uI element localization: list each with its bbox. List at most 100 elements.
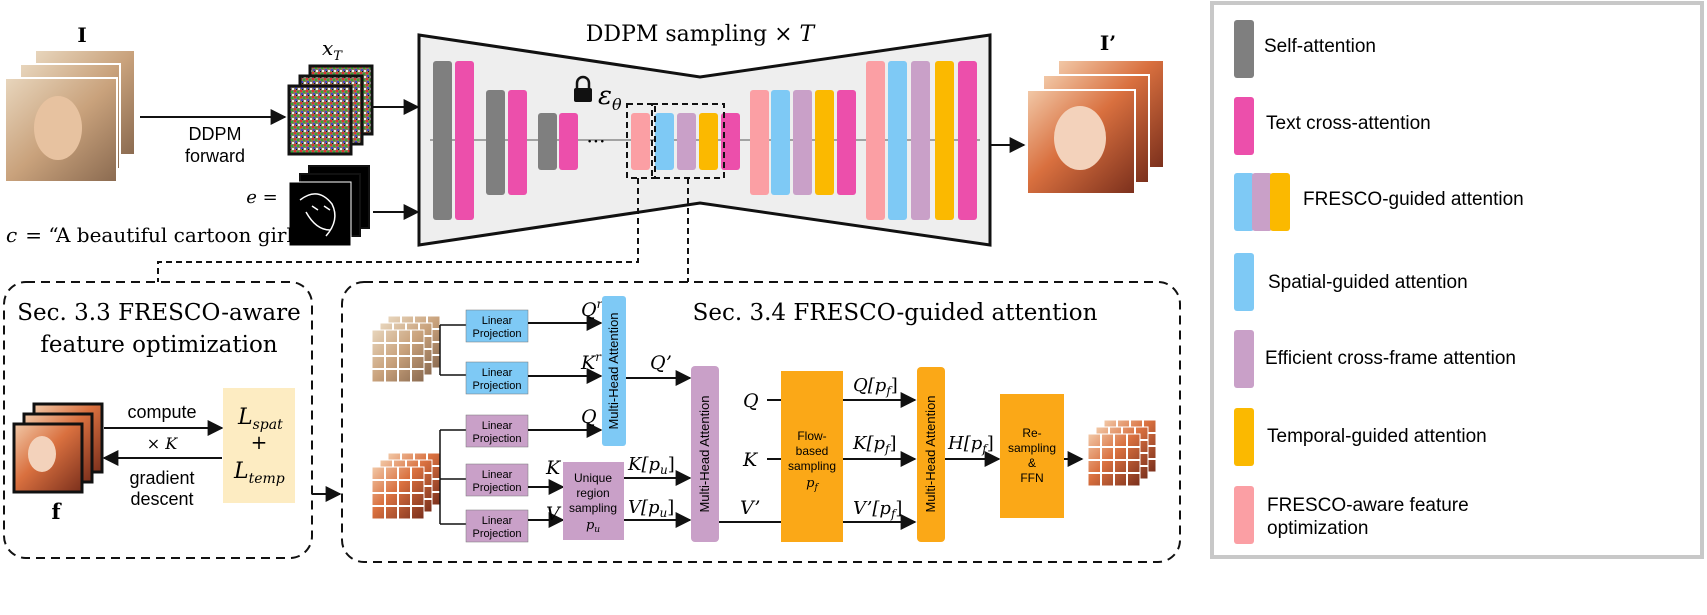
- compute-label: compute: [127, 402, 196, 422]
- projection-connectors: [439, 324, 466, 525]
- input-patches: [371, 452, 441, 520]
- lock-icon: [574, 75, 592, 102]
- legend-icon-self-attention: [1234, 20, 1254, 78]
- projection-arrows: [528, 315, 1084, 530]
- legend-label-self-attention: Self-attention: [1264, 36, 1376, 57]
- ellipsis: ···: [586, 129, 605, 153]
- unet-spatial-guided-bar: [888, 61, 907, 220]
- legend: Self-attention Text cross-attention FRES…: [1234, 20, 1524, 544]
- flow-box-line1: Flow-: [797, 429, 826, 443]
- unet-text-cross-attention-bar: [508, 90, 527, 195]
- unet-cross-frame-bar: [911, 61, 930, 220]
- input-frames: [4, 49, 136, 183]
- unet-temporal-guided-bar: [815, 90, 834, 195]
- loss-spat: Lspat: [237, 405, 283, 433]
- face-shape: [34, 96, 82, 160]
- legend-icon-fresco-guided: [1234, 173, 1290, 231]
- ddpm-forward-label-line2: forward: [185, 146, 245, 166]
- legend-icon-spatial-guided: [1234, 253, 1254, 311]
- prompt-label: c= “A beautiful cartoon girl”,: [6, 223, 309, 247]
- legend-label-fresco-guided: FRESCO-guided attention: [1303, 189, 1524, 210]
- mha-spatial-label: Multi-Head Attention: [606, 312, 621, 429]
- linear-projection-label-line1: Linear: [482, 367, 513, 379]
- label-q2: Q: [743, 390, 759, 412]
- flow-box-pf: pf: [806, 476, 819, 493]
- unet-spatial-guided-bar: [655, 113, 674, 170]
- linear-projection-box: [465, 309, 529, 343]
- left-panel-frame: [3, 281, 313, 559]
- linear-projection-label-line2: Projection: [473, 380, 522, 392]
- loss-plus: +: [251, 430, 268, 454]
- unique-region-pu: pu: [586, 518, 600, 535]
- linear-projection-label-line1: Linear: [482, 315, 513, 327]
- linear-projection-box: [465, 509, 529, 543]
- label-kr: Kr: [580, 350, 602, 374]
- mha-spatial-block: [602, 296, 626, 446]
- label-k: K: [545, 457, 562, 479]
- output-label: I’: [1100, 31, 1116, 55]
- label-k-pu: K[pu]: [627, 454, 675, 477]
- left-panel-title-line2: feature optimization: [40, 332, 277, 358]
- legend-label-spatial-guided: Spatial-guided attention: [1268, 272, 1468, 293]
- unet-self-attention-bar: [486, 90, 505, 195]
- linear-projection-label-line1: Linear: [482, 469, 513, 481]
- unique-region-line1: Unique: [574, 471, 612, 485]
- label-k2: K: [742, 449, 759, 471]
- flow-box-line2: based: [796, 444, 829, 458]
- label-k-pf: K[pf]: [852, 433, 896, 456]
- mha-temporal-label: Multi-Head Attention: [923, 395, 938, 512]
- linear-projection-label-line2: Projection: [473, 433, 522, 445]
- legend-icon-efficient-cross-frame: [1234, 330, 1254, 388]
- linear-projection-label-line1: Linear: [482, 420, 513, 432]
- unet-attention-bars: [433, 61, 977, 220]
- unet-text-cross-attention-bar: [837, 90, 856, 195]
- resampling-ffn-box: [1000, 394, 1064, 518]
- unique-region-box: [563, 462, 624, 540]
- loss-box: [223, 388, 295, 503]
- unique-region-line2: region: [576, 486, 609, 500]
- mha-cross-frame-label: Multi-Head Attention: [697, 395, 712, 512]
- reference-patches: [371, 315, 441, 383]
- unet-text-cross-attention-bar: [455, 61, 474, 220]
- output-frames: [1026, 59, 1165, 195]
- mha-cross-frame-block: [691, 366, 719, 542]
- label-v-pu: V[pu]: [628, 497, 674, 520]
- flow-sampling-box: [781, 371, 843, 542]
- label-vprime-pf: V’[pf]: [853, 498, 902, 521]
- flow-box-line3: sampling: [788, 459, 836, 473]
- output-patches: [1087, 419, 1157, 487]
- connector-to-left-panel: [157, 178, 639, 282]
- label-qr: Qr: [581, 297, 604, 321]
- unet-temporal-guided-bar: [935, 61, 954, 220]
- unet-fresco-aware-bar: [750, 90, 769, 195]
- gradient-label-line2: descent: [130, 489, 193, 509]
- feature-label: f: [51, 499, 62, 524]
- linear-projection-box: [465, 414, 529, 448]
- feature-frames: [12, 402, 104, 494]
- label-q-prime: Q’: [650, 352, 672, 374]
- input-label: I: [77, 23, 86, 47]
- unique-region-line3: sampling: [569, 501, 617, 515]
- resampling-line2: sampling: [1008, 441, 1056, 455]
- noise-label: xT: [322, 36, 343, 64]
- gradient-label-line1: gradient: [129, 468, 194, 488]
- linear-projections: LinearProjectionLinearProjectionLinearPr…: [465, 309, 529, 543]
- legend-label-fresco-aware-line1: FRESCO-aware feature: [1267, 495, 1469, 516]
- right-panel-frame: [341, 281, 1181, 563]
- unet-cross-frame-bar: [793, 90, 812, 195]
- legend-label-temporal-guided: Temporal-guided attention: [1267, 426, 1487, 447]
- legend-frame: [1210, 1, 1704, 559]
- legend-label-fresco-aware-line2: optimization: [1267, 518, 1368, 539]
- mha-temporal-block: [917, 367, 945, 542]
- legend-label-text-cross-attention: Text cross-attention: [1266, 113, 1431, 134]
- unet-self-attention-bar: [538, 113, 557, 170]
- left-panel-title-line1: Sec. 3.3 FRESCO-aware: [17, 300, 300, 326]
- ddpm-forward-label-line1: DDPM: [189, 124, 242, 144]
- unet-self-attention-bar: [433, 61, 452, 220]
- edge-frames: [288, 165, 370, 247]
- linear-projection-box: [465, 361, 529, 395]
- right-panel-title: Sec. 3.4 FRESCO-guided attention: [693, 300, 1098, 326]
- resampling-line1: Re-: [1022, 426, 1041, 440]
- edge-label: e =: [246, 187, 277, 208]
